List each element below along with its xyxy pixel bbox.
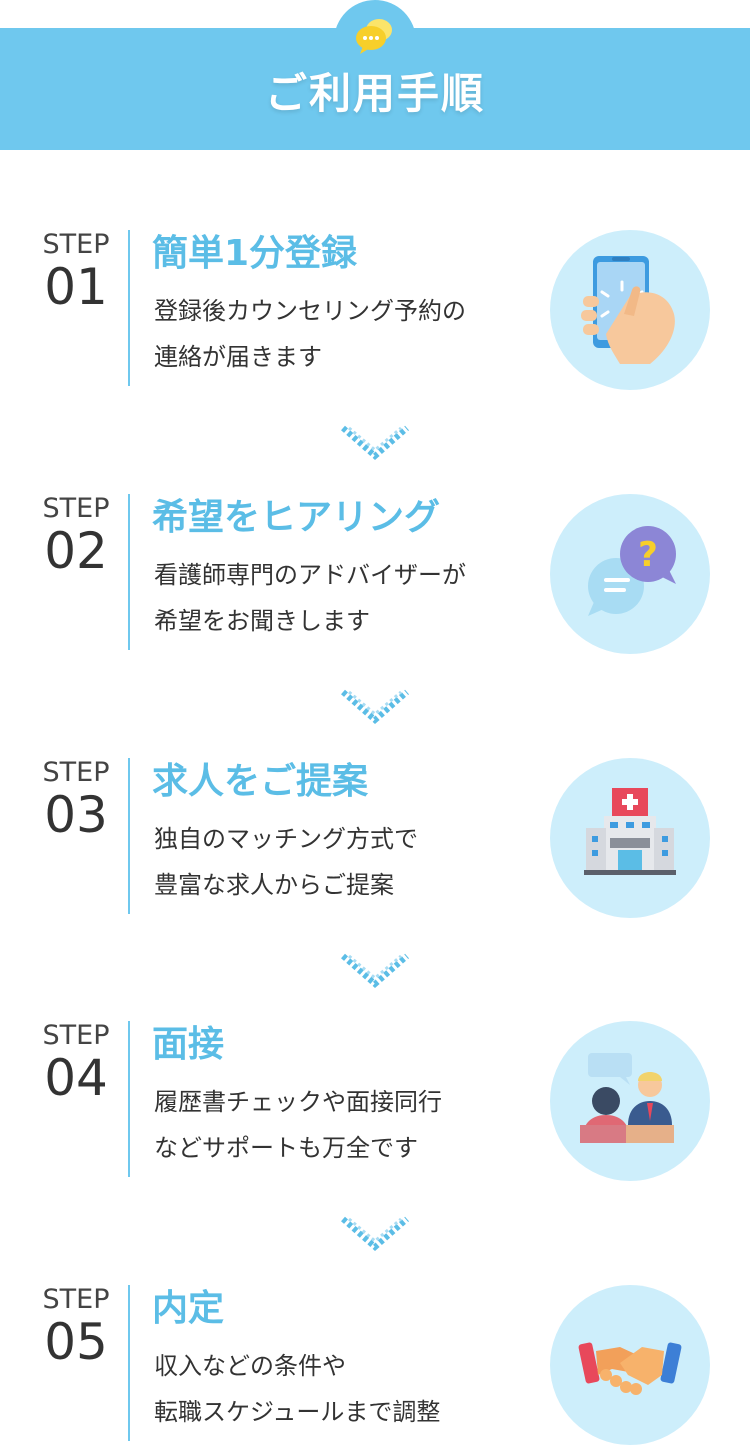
- step-description-line2: 豊富な求人からご提案: [154, 871, 394, 899]
- step-divider: [128, 1285, 130, 1441]
- step-description: 登録後カウンセリング予約の 連絡が届きます: [154, 288, 534, 380]
- step-illustration: [550, 1285, 710, 1445]
- step-description-line2: などサポートも万全です: [154, 1134, 418, 1162]
- step-item-03: STEP 03 求人をご提案 独自のマッチング方式で 豊富な求人からご提案: [0, 758, 750, 918]
- step-word: STEP: [42, 229, 110, 260]
- step-illustration: [550, 1021, 710, 1181]
- interview-people-icon: [580, 1053, 674, 1143]
- step-divider: [128, 230, 130, 386]
- step-description-line1: 看護師専門のアドバイザーが: [154, 561, 466, 589]
- handshake-icon: [578, 1342, 682, 1395]
- step-number: 01: [44, 258, 108, 316]
- step-title: 面接: [152, 1024, 225, 1065]
- step-title: 簡単1分登録: [152, 233, 358, 274]
- step-word: STEP: [42, 757, 110, 788]
- step-label: STEP 02: [38, 493, 114, 580]
- step-number: 02: [44, 522, 108, 580]
- step-description-line2: 連絡が届きます: [154, 343, 322, 371]
- step-description-line1: 履歴書チェックや面接同行: [154, 1088, 442, 1116]
- step-label: STEP 04: [38, 1020, 114, 1107]
- step-title: 内定: [152, 1288, 225, 1329]
- step-word: STEP: [42, 1020, 110, 1051]
- step-word: STEP: [42, 1284, 110, 1315]
- step-item-04: STEP 04 面接 履歴書チェックや面接同行 などサポートも万全です: [0, 1021, 750, 1181]
- step-description-line1: 登録後カウンセリング予約の: [154, 297, 466, 325]
- step-label: STEP 03: [38, 757, 114, 844]
- step-item-01: STEP 01 簡単1分登録 登録後カウンセリング予約の 連絡が届きます: [0, 230, 750, 390]
- step-description: 履歴書チェックや面接同行 などサポートも万全です: [154, 1079, 534, 1171]
- step-number: 04: [44, 1049, 108, 1107]
- step-illustration: ?: [550, 494, 710, 654]
- step-word: STEP: [42, 493, 110, 524]
- step-number: 03: [44, 786, 108, 844]
- question-chat-icon: ?: [588, 526, 676, 616]
- step-divider: [128, 494, 130, 650]
- hospital-building-icon: [584, 788, 676, 875]
- step-item-05: STEP 05 内定 収入などの条件や 転職スケジュールまで調整: [0, 1285, 750, 1445]
- step-description-line1: 収入などの条件や: [154, 1352, 346, 1380]
- chevron-down-icon: [341, 689, 409, 724]
- step-title: 希望をヒアリング: [152, 497, 441, 538]
- step-description-line2: 転職スケジュールまで調整: [154, 1398, 441, 1426]
- chevron-down-icon: [341, 1216, 409, 1251]
- step-divider: [128, 1021, 130, 1177]
- step-number: 05: [44, 1313, 108, 1371]
- step-illustration: [550, 758, 710, 918]
- chevron-down-icon: [341, 425, 409, 460]
- smartphone-tap-icon: [581, 256, 675, 364]
- chevron-down-icon: [341, 953, 409, 988]
- step-description: 収入などの条件や 転職スケジュールまで調整: [154, 1343, 534, 1435]
- page-title: ご利用手順: [264, 69, 485, 118]
- step-title: 求人をご提案: [152, 761, 369, 802]
- step-divider: [128, 758, 130, 914]
- step-description-line1: 独自のマッチング方式で: [154, 825, 418, 853]
- step-description-line2: 希望をお聞きします: [154, 607, 370, 635]
- svg-text:?: ?: [638, 535, 658, 575]
- step-label: STEP 05: [38, 1284, 114, 1371]
- step-illustration: [550, 230, 710, 390]
- step-description: 独自のマッチング方式で 豊富な求人からご提案: [154, 816, 534, 908]
- chat-bubbles-icon: [356, 19, 392, 54]
- step-label: STEP 01: [38, 229, 114, 316]
- step-description: 看護師専門のアドバイザーが 希望をお聞きします: [154, 552, 534, 644]
- step-item-02: STEP 02 希望をヒアリング 看護師専門のアドバイザーが 希望をお聞きします…: [0, 494, 750, 654]
